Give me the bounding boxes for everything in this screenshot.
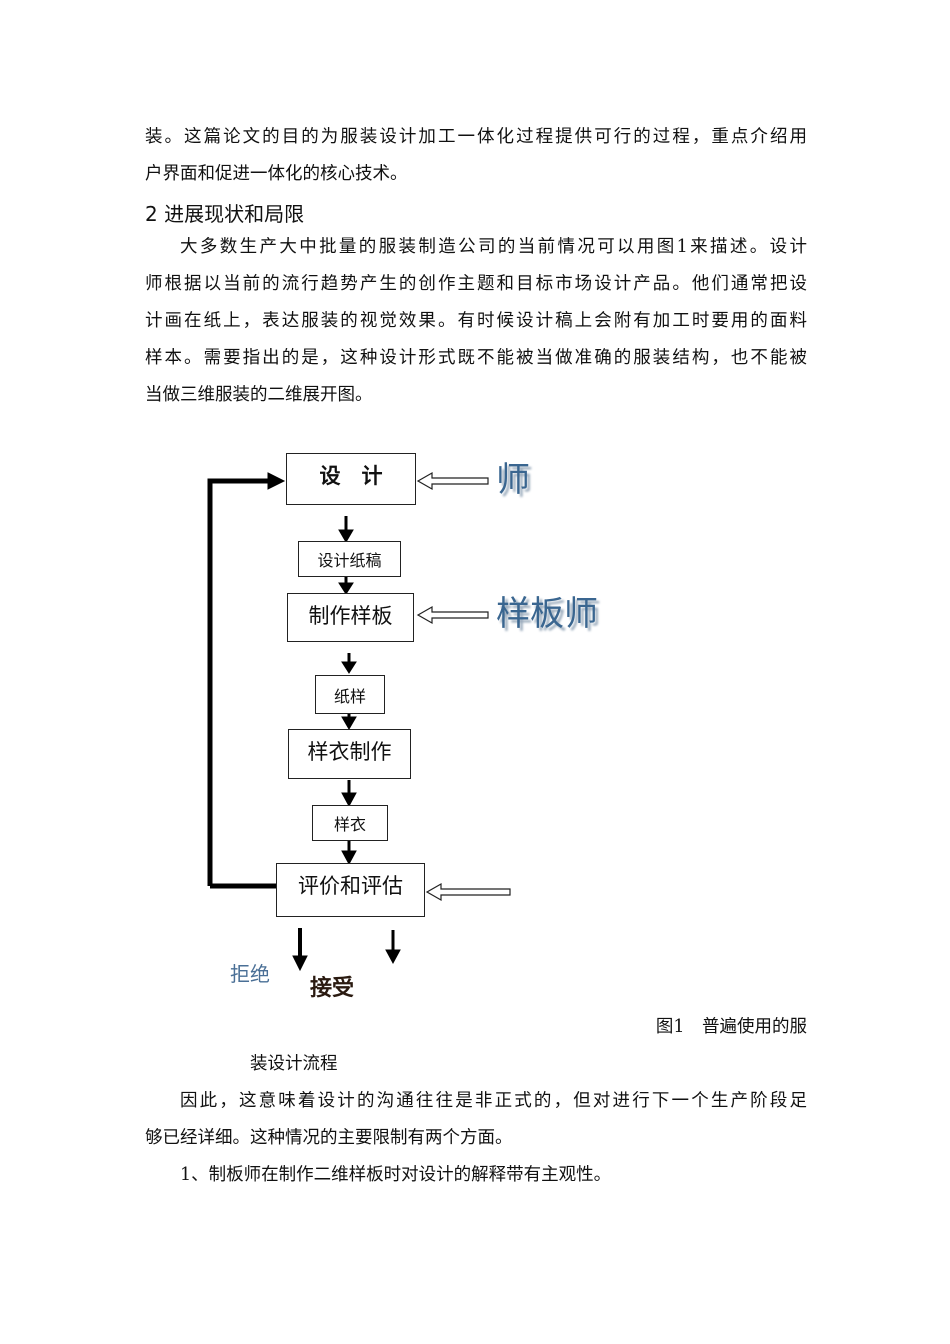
box-paper-pattern: 纸样 — [315, 675, 385, 714]
p2-line-1: 因此，这意味着设计的沟通往往是非正式的，但对进行下一个生产阶段足 — [180, 1091, 807, 1111]
intro-line-1: 装。这篇论文的目的为服装设计加工一体化过程提供可行的过程，重点介绍用 — [145, 127, 807, 147]
label-accept: 接受 — [310, 975, 355, 1001]
p1-line-5: 当做三维服装的二维展开图。 — [145, 385, 373, 405]
label-reject: 拒绝 — [230, 962, 270, 986]
box-evaluation: 评价和评估 — [276, 863, 425, 917]
watermark-designer: 师 — [496, 460, 530, 500]
intro-line-2: 户界面和促进一体化的核心技术。 — [145, 164, 408, 184]
box-design: 设 计 — [286, 453, 416, 505]
box-make-pattern: 制作样板 — [287, 593, 414, 642]
p1-line-2: 师根据以当前的流行趋势产生的创作主题和目标市场设计产品。他们通常把设 — [145, 274, 807, 294]
p1-line-3: 计画在纸上，表达服装的视觉效果。有时候设计稿上会附有加工时要用的面料 — [145, 311, 807, 331]
p1-line-1: 大多数生产大中批量的服装制造公司的当前情况可以用图1来描述。设计 — [180, 237, 807, 257]
box-sample-making: 样衣制作 — [288, 729, 411, 779]
figure-caption-line-1: 图1 普遍使用的服 — [655, 1017, 807, 1037]
section-heading: 2 进展现状和局限 — [145, 202, 305, 226]
box-design-sketch: 设计纸稿 — [298, 541, 401, 577]
box-sample: 样衣 — [312, 805, 388, 841]
p1-line-4: 样本。需要指出的是，这种设计形式既不能被当做准确的服装结构，也不能被 — [145, 348, 807, 368]
p3-line: 1、制板师在制作二维样板时对设计的解释带有主观性。 — [180, 1165, 612, 1185]
figure-caption-line-2: 装设计流程 — [250, 1054, 338, 1074]
watermark-patternmaker: 样板师 — [496, 594, 598, 634]
p2-line-2: 够已经详细。这种情况的主要限制有两个方面。 — [145, 1128, 513, 1148]
